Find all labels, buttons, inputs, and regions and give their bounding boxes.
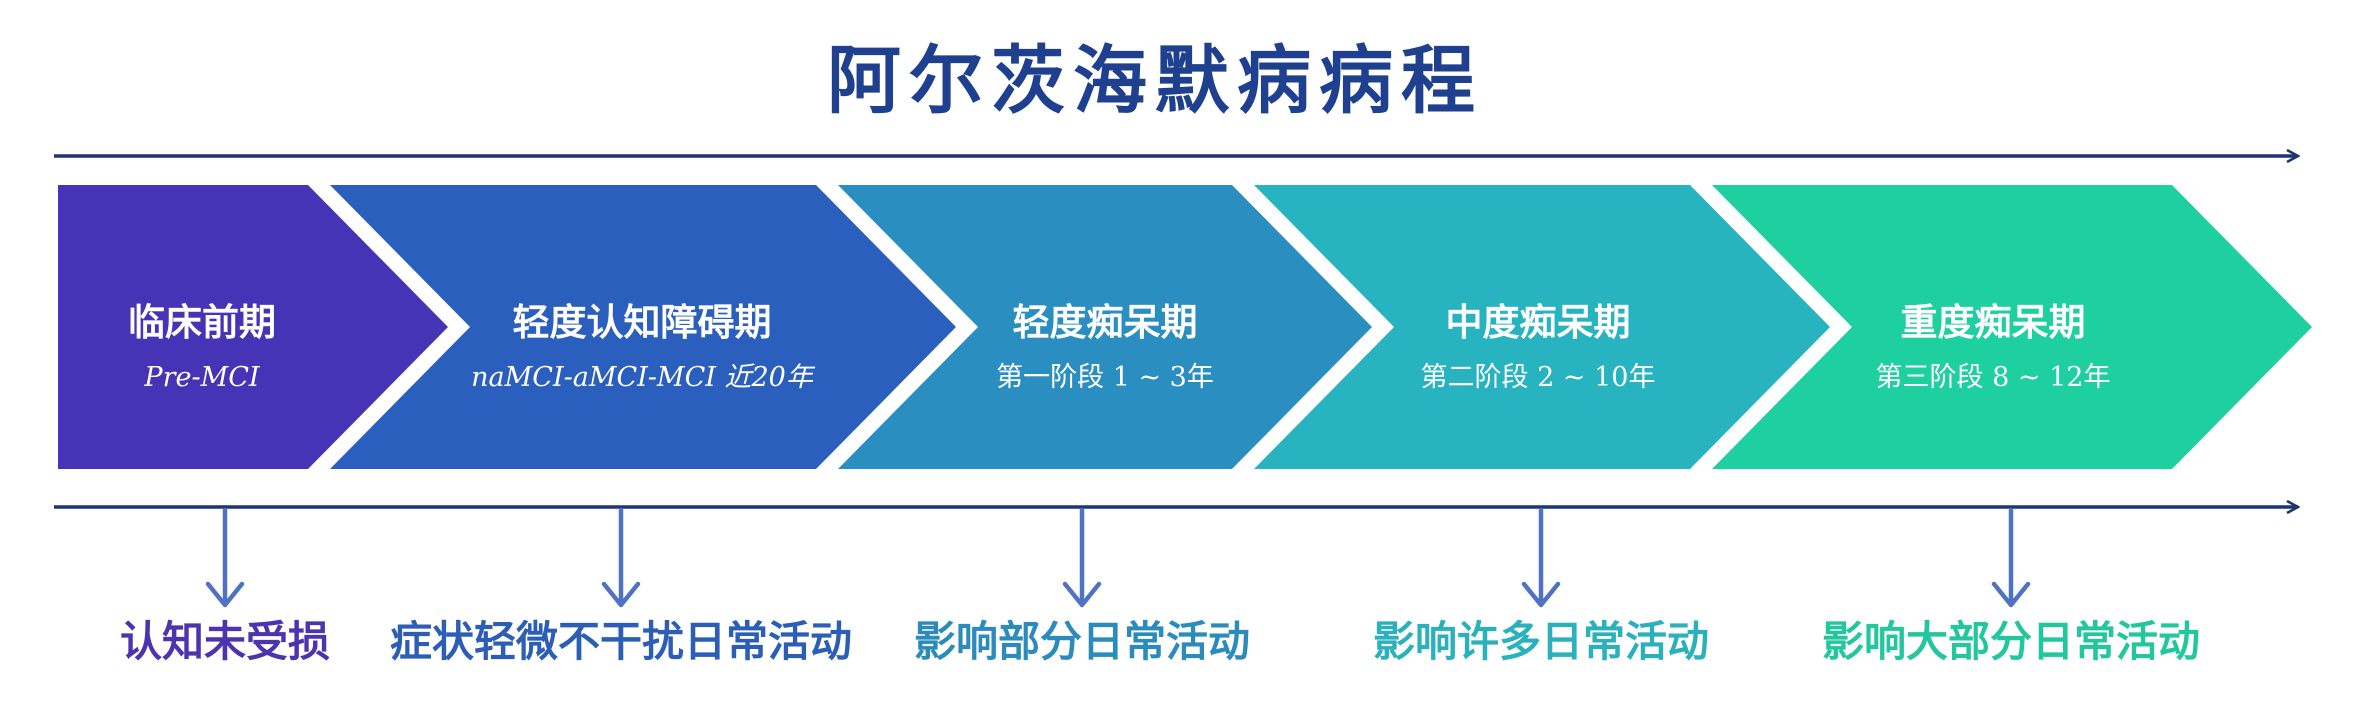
impact-label-moderate-dementia: 影响许多日常活动 [1373, 617, 1709, 666]
down-arrow-preclinical [205, 507, 245, 608]
impact-label-mci: 症状轻微不干扰日常活动 [390, 617, 852, 666]
down-arrow-mild-dementia [1062, 507, 1102, 608]
stage-sub-mild-dementia: 第一阶段 1 ~ 3年 [996, 362, 1214, 393]
page-title: 阿尔茨海默病病程 [827, 38, 1483, 124]
impact-label-severe-dementia: 影响大部分日常活动 [1822, 617, 2200, 666]
stage-name-mci: 轻度认知障碍期 [513, 300, 772, 344]
stage-name-preclinical: 临床前期 [128, 300, 276, 344]
down-arrow-moderate-dementia [1521, 507, 1561, 608]
impact-label-preclinical: 认知未受损 [120, 617, 330, 666]
down-arrow-severe-dementia [1991, 507, 2031, 608]
stage-sub-moderate-dementia: 第二阶段 2 ~ 10年 [1421, 362, 1656, 393]
stage-chevron-severe-dementia [1712, 185, 2312, 469]
stage-name-moderate-dementia: 中度痴呆期 [1446, 300, 1631, 344]
impact-label-mild-dementia: 影响部分日常活动 [914, 617, 1250, 666]
down-arrow-mci [601, 507, 641, 608]
stage-name-severe-dementia: 重度痴呆期 [1901, 300, 2086, 344]
stage-sub-preclinical: Pre-MCI [143, 362, 260, 393]
stage-sub-mci: naMCI-aMCI-MCI 近20年 [471, 362, 816, 393]
stage-chevron-mild-dementia [838, 185, 1372, 469]
stage-chevron-moderate-dementia [1254, 185, 1830, 469]
stage-name-mild-dementia: 轻度痴呆期 [1013, 300, 1198, 344]
stage-chevron-preclinical [58, 185, 448, 469]
stage-sub-severe-dementia: 第三阶段 8 ~ 12年 [1876, 362, 2111, 393]
stage-chevron-mci [330, 185, 956, 469]
